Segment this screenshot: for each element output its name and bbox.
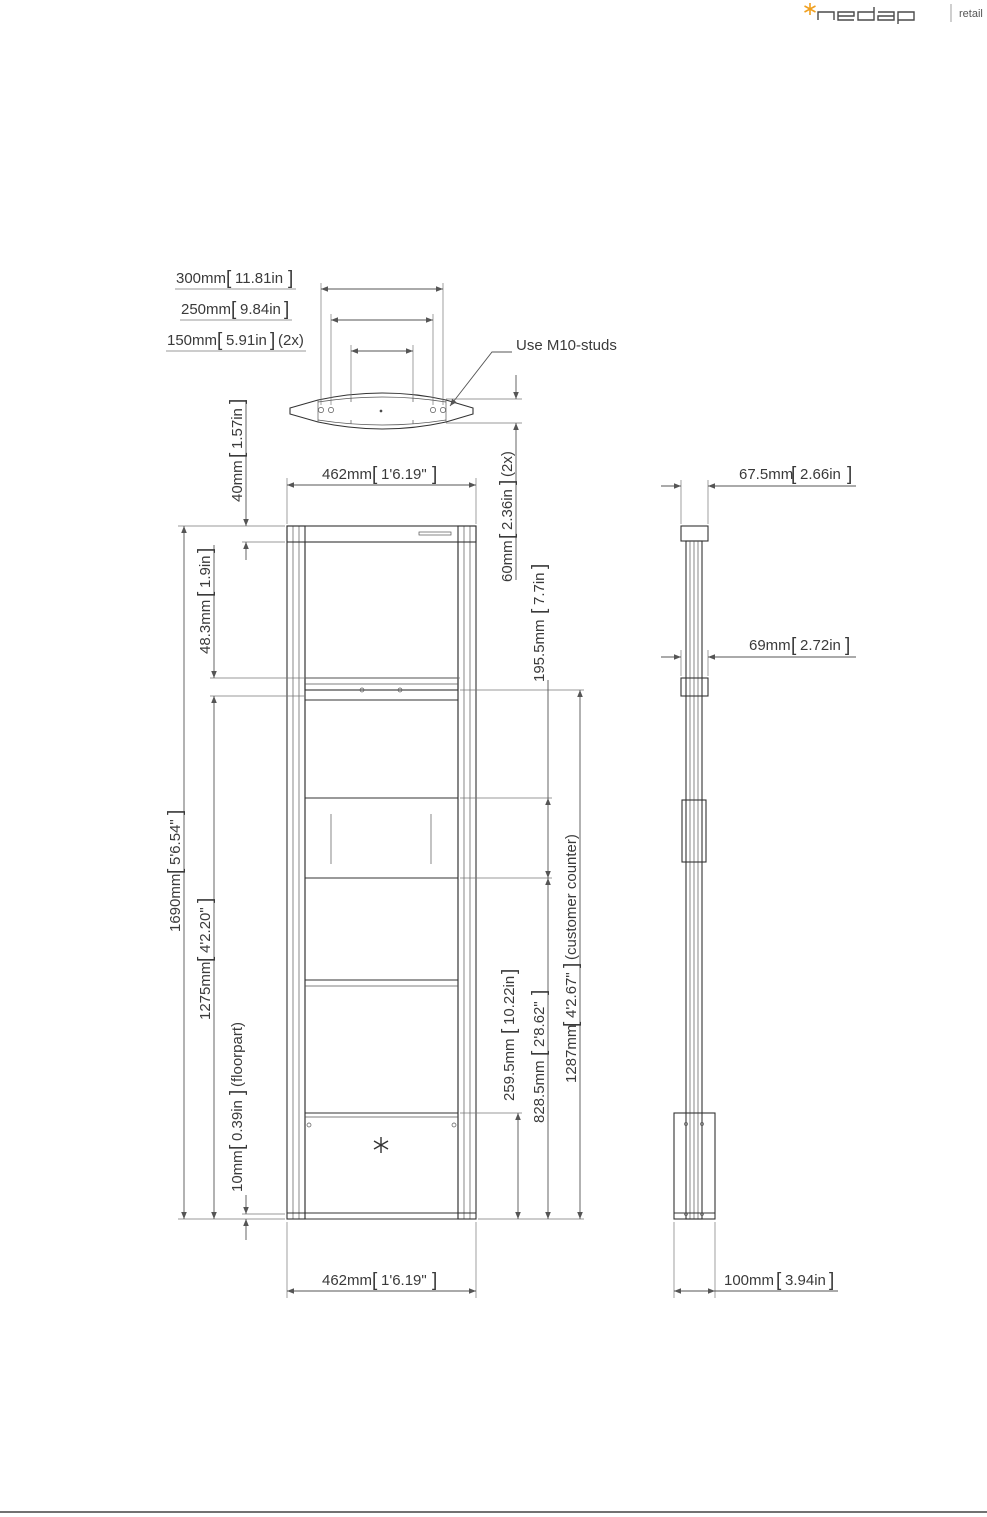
front-width-bottom-in: 1'6.19" (381, 1272, 427, 1289)
dim-40-mm: 40mm (229, 460, 246, 502)
svg-text:]: ] (432, 1270, 437, 1291)
dim-60-mm: 60mm (499, 540, 516, 582)
front-width-top-mm: 462mm (322, 466, 372, 483)
svg-text:]: ] (432, 464, 437, 485)
svg-text:[: [ (497, 533, 518, 539)
svg-text:[: [ (791, 464, 797, 485)
svg-text:]: ] (847, 464, 852, 485)
svg-text:[: [ (227, 1144, 248, 1150)
svg-text:]: ] (284, 299, 289, 320)
dim-40-in: 1.57in (229, 408, 246, 449)
svg-text:]: ] (829, 1270, 834, 1291)
dim-1287-mm: 1287mm (563, 1025, 580, 1083)
svg-text:[: [ (529, 1050, 550, 1056)
stud-holes (318, 398, 446, 424)
side-dim-67-in: 2.66in (800, 466, 841, 483)
svg-text:]: ] (561, 963, 582, 968)
dim-250-mm: 250mm (181, 301, 231, 318)
svg-text:[: [ (499, 1028, 520, 1034)
dim-300-mm: 300mm (176, 270, 226, 287)
front-width-top-in: 1'6.19" (381, 466, 427, 483)
svg-text:]: ] (845, 635, 850, 656)
dim-250-in: 9.84in (240, 301, 281, 318)
svg-text:[: [ (372, 1270, 378, 1291)
dim-10-in: 0.39in (229, 1100, 246, 1141)
dim-48-in: 1.9in (197, 555, 214, 588)
top-view: 300mm [ 11.81in ] 250mm [ 9.84in ] 150mm… (166, 268, 617, 582)
right-post (457, 525, 477, 1220)
left-post (286, 525, 306, 1220)
svg-text:]: ] (499, 969, 520, 974)
side-dim-67-mm: 67.5mm (739, 466, 793, 483)
dim-150-in: 5.91in (226, 332, 267, 349)
svg-text:]: ] (227, 399, 248, 404)
svg-text:[: [ (227, 452, 248, 458)
brand-tag: retail (959, 8, 983, 20)
front-view: 462mm [ 1'6.19" ] 462mm [ 1'6.19" ] 1690… (165, 399, 584, 1298)
svg-text:]: ] (165, 810, 186, 815)
top-view-outline (289, 392, 474, 430)
studs-callout: Use M10-studs (516, 337, 617, 354)
dim-150-mm: 150mm (167, 332, 217, 349)
svg-text:]: ] (227, 1090, 248, 1095)
svg-text:]: ] (195, 548, 216, 553)
side-dim-69-mm: 69mm (749, 637, 791, 654)
dim-60-in: 2.36in (499, 489, 516, 530)
side-base (673, 1112, 716, 1220)
height-total-mm: 1690mm (167, 874, 184, 932)
side-dim-69-in: 2.72in (800, 637, 841, 654)
svg-text:]: ] (195, 898, 216, 903)
svg-text:]: ] (497, 480, 518, 485)
svg-text:]: ] (288, 268, 293, 289)
height-total-in: 5'6.54" (167, 819, 184, 865)
dim-60-suffix: (2x) (499, 451, 516, 477)
dim-1275-in: 4'2.20" (197, 907, 214, 953)
dim-259-mm: 259.5mm (501, 1038, 518, 1101)
svg-text:[: [ (529, 608, 550, 614)
dim-195-in: 7.7in (531, 572, 548, 605)
dim-195-mm: 195.5mm (531, 619, 548, 682)
dim-828-in: 2'8.62" (531, 1001, 548, 1047)
dim-10-suffix: (floorpart) (229, 1022, 246, 1087)
dim-828-mm: 828.5mm (531, 1060, 548, 1123)
dim-1287-suffix: (customer counter) (563, 834, 580, 960)
svg-text:[: [ (776, 1270, 782, 1291)
svg-text:[: [ (195, 591, 216, 597)
svg-text:[: [ (791, 635, 797, 656)
dim-48-mm: 48.3mm (197, 600, 214, 654)
front-width-bottom-mm: 462mm (322, 1272, 372, 1289)
svg-text:[: [ (226, 268, 232, 289)
star-logo-icon (804, 3, 816, 15)
svg-text:[: [ (561, 1021, 582, 1027)
dim-300-in: 11.81in (235, 270, 283, 287)
dim-1275-mm: 1275mm (197, 962, 214, 1020)
svg-text:[: [ (165, 868, 186, 874)
svg-text:[: [ (195, 956, 216, 962)
dim-1287-in: 4'2.67" (563, 972, 580, 1018)
svg-text:[: [ (217, 330, 223, 351)
svg-text:]: ] (270, 330, 275, 351)
side-view: 67.5mm [ 2.66in ] 69mm [ 2.72in ] 100mm … (661, 464, 856, 1298)
svg-text:]: ] (529, 990, 550, 995)
base-star-icon (373, 1137, 389, 1153)
dim-150-suffix: (2x) (278, 332, 304, 349)
dim-10-mm: 10mm (229, 1150, 246, 1192)
dim-259-in: 10.22in (501, 976, 518, 1025)
svg-text:[: [ (231, 299, 237, 320)
brand-logo: nedap retail (804, 3, 983, 24)
brand-wordmark-graphic (817, 7, 915, 24)
side-dim-100-in: 3.94in (785, 1272, 826, 1289)
svg-text:[: [ (372, 464, 378, 485)
svg-text:]: ] (529, 564, 550, 569)
side-dim-100-mm: 100mm (724, 1272, 774, 1289)
